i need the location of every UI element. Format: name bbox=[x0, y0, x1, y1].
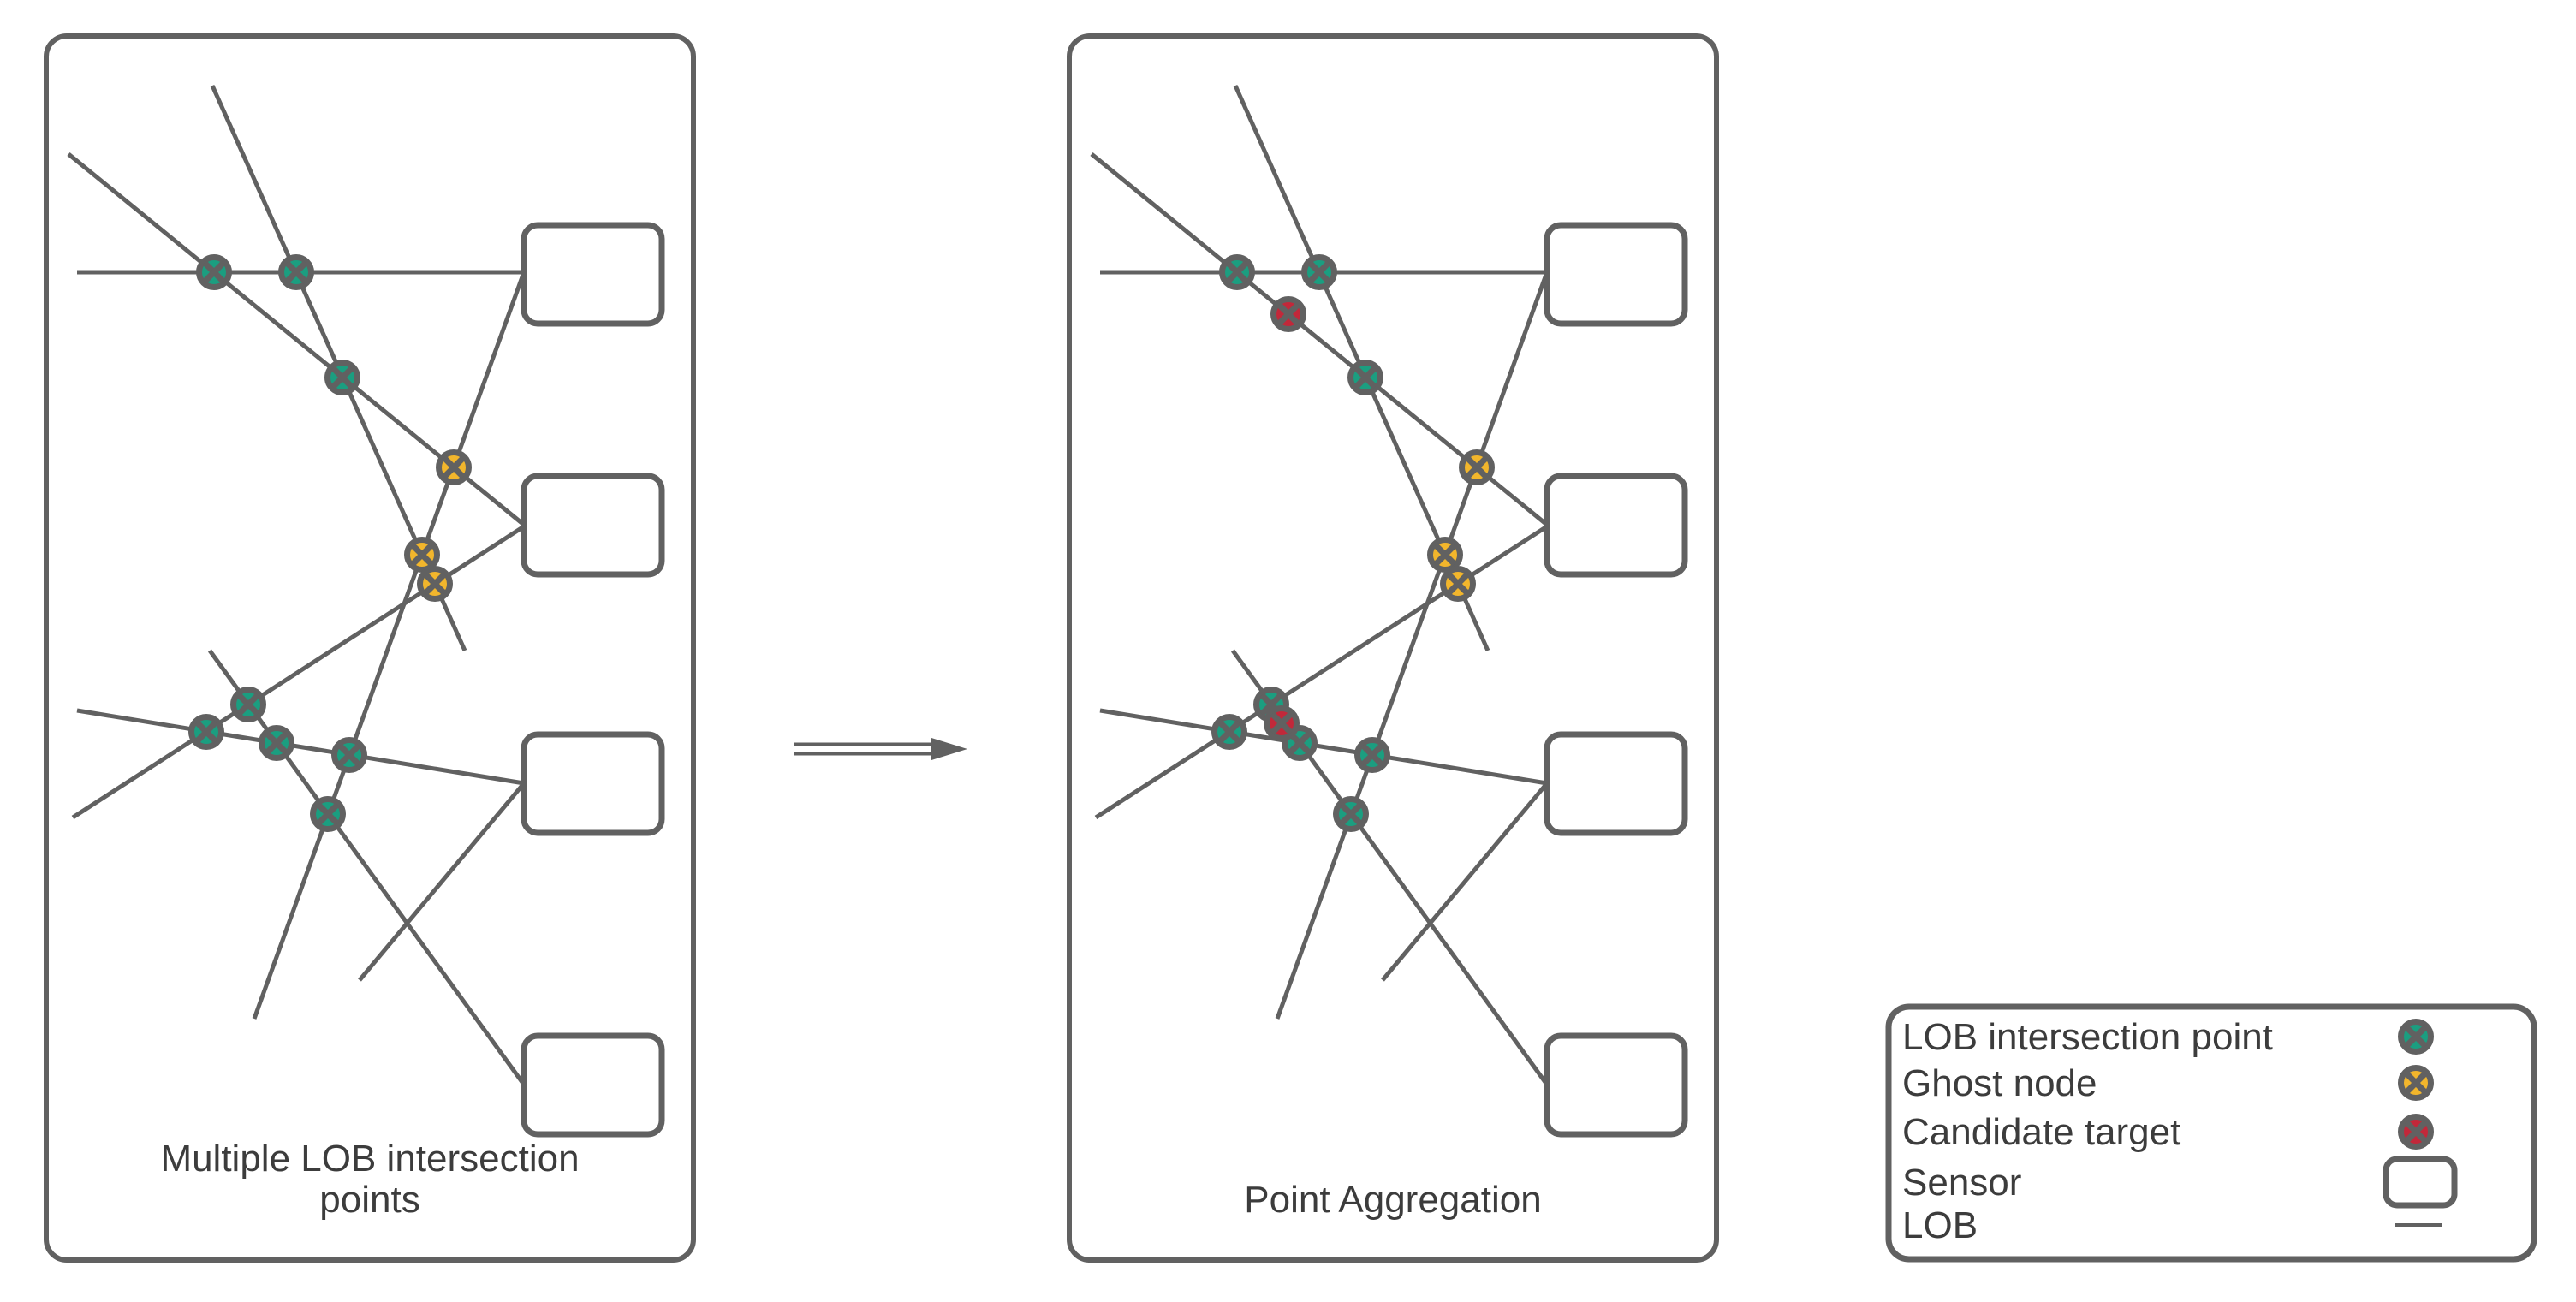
lob-intersection-node bbox=[1354, 737, 1390, 773]
sensor-box bbox=[521, 731, 665, 836]
lob-line bbox=[1275, 271, 1550, 1020]
node-x-stroke bbox=[1465, 455, 1489, 479]
node-x-stroke bbox=[410, 543, 434, 567]
node-x-stroke bbox=[194, 720, 218, 744]
node-x-stroke bbox=[1259, 693, 1283, 716]
lob-intersection-node bbox=[310, 796, 346, 832]
lob-line bbox=[1099, 708, 1548, 786]
node-x-stroke bbox=[2404, 1025, 2428, 1049]
node-x-stroke bbox=[1307, 260, 1331, 284]
lob-intersection-point-icon bbox=[2398, 1019, 2434, 1055]
node-x-stroke bbox=[1225, 260, 1249, 284]
node-x-stroke bbox=[1446, 572, 1470, 596]
node-x-stroke bbox=[423, 572, 447, 596]
node-x-stroke bbox=[1217, 720, 1241, 744]
panel-caption-line: Point Aggregation bbox=[1244, 1179, 1541, 1221]
node-x-stroke bbox=[284, 260, 308, 284]
legend-label: Candidate target bbox=[1902, 1111, 2180, 1153]
point-aggregation-panel-border bbox=[1067, 33, 1719, 1263]
node-x-stroke bbox=[1270, 711, 1294, 735]
lob-intersection-node bbox=[1211, 714, 1247, 750]
lob-intersection-node bbox=[1347, 360, 1383, 395]
legend-box bbox=[1885, 1003, 2537, 1263]
sensor-box bbox=[1544, 473, 1688, 578]
lob-intersection-node bbox=[1333, 796, 1369, 832]
node-x-stroke bbox=[2404, 1120, 2428, 1144]
sensor-box bbox=[521, 1032, 665, 1138]
lob-line bbox=[252, 271, 527, 1020]
sensor-box bbox=[1544, 222, 1688, 327]
node-x-stroke bbox=[265, 731, 289, 755]
panel-caption-line: points bbox=[319, 1179, 419, 1221]
arrow-head bbox=[931, 738, 967, 760]
node-x-stroke bbox=[442, 455, 466, 479]
lob-line bbox=[76, 708, 525, 786]
legend-label: Sensor bbox=[1902, 1162, 2021, 1204]
candidate-target-node bbox=[1270, 296, 1306, 332]
lob-intersection-node bbox=[1301, 254, 1337, 290]
node-x-stroke bbox=[316, 802, 340, 826]
sensor-box bbox=[521, 473, 665, 578]
node-x-stroke bbox=[1353, 366, 1377, 389]
lob-intersection-node bbox=[324, 360, 360, 395]
transform-arrow bbox=[794, 738, 967, 760]
candidate-target-icon bbox=[2398, 1114, 2434, 1150]
node-x-stroke bbox=[1339, 802, 1363, 826]
node-x-stroke bbox=[1288, 731, 1312, 755]
node-x-stroke bbox=[1360, 743, 1384, 767]
sensor-icon bbox=[2383, 1156, 2458, 1209]
lob-line bbox=[358, 782, 526, 982]
lob-line bbox=[207, 649, 527, 1086]
panel-caption-line: Multiple LOB intersection bbox=[160, 1138, 579, 1180]
ghost-node bbox=[436, 449, 472, 485]
lob-intersection-node bbox=[230, 687, 266, 722]
legend: LOB intersection point Ghost node Candid… bbox=[1885, 1003, 2537, 1263]
ghost-node bbox=[1459, 449, 1495, 485]
lob-intersection-node bbox=[278, 254, 314, 290]
ghost-node bbox=[1427, 537, 1463, 573]
multiple-lob-panel-border bbox=[44, 33, 696, 1263]
ghost-node-icon bbox=[2398, 1065, 2434, 1101]
candidate-target-node bbox=[1264, 705, 1300, 741]
node-x-stroke bbox=[202, 260, 226, 284]
node-x-stroke bbox=[1433, 543, 1457, 567]
node-x-stroke bbox=[236, 693, 260, 716]
lob-intersection-node bbox=[1219, 254, 1255, 290]
sensor-box bbox=[521, 222, 665, 327]
legend-label: LOB intersection point bbox=[1902, 1016, 2273, 1058]
sensor-box bbox=[1544, 1032, 1688, 1138]
lob-intersection-node bbox=[259, 725, 294, 761]
lob-intersection-node bbox=[196, 254, 232, 290]
ghost-node bbox=[417, 566, 453, 602]
legend-label: LOB bbox=[1902, 1204, 1978, 1246]
node-x-stroke bbox=[1276, 302, 1300, 326]
sensor-box bbox=[1544, 731, 1688, 836]
ghost-node bbox=[404, 537, 440, 573]
ghost-node bbox=[1440, 566, 1476, 602]
node-x-stroke bbox=[330, 366, 354, 389]
lob-intersection-node bbox=[188, 714, 224, 750]
node-x-stroke bbox=[2404, 1071, 2428, 1095]
lob-intersection-node bbox=[331, 737, 367, 773]
lob-line bbox=[1381, 782, 1549, 982]
diagram-geometry bbox=[44, 33, 1719, 1263]
legend-label: Ghost node bbox=[1902, 1062, 2097, 1104]
node-x-stroke bbox=[337, 743, 361, 767]
